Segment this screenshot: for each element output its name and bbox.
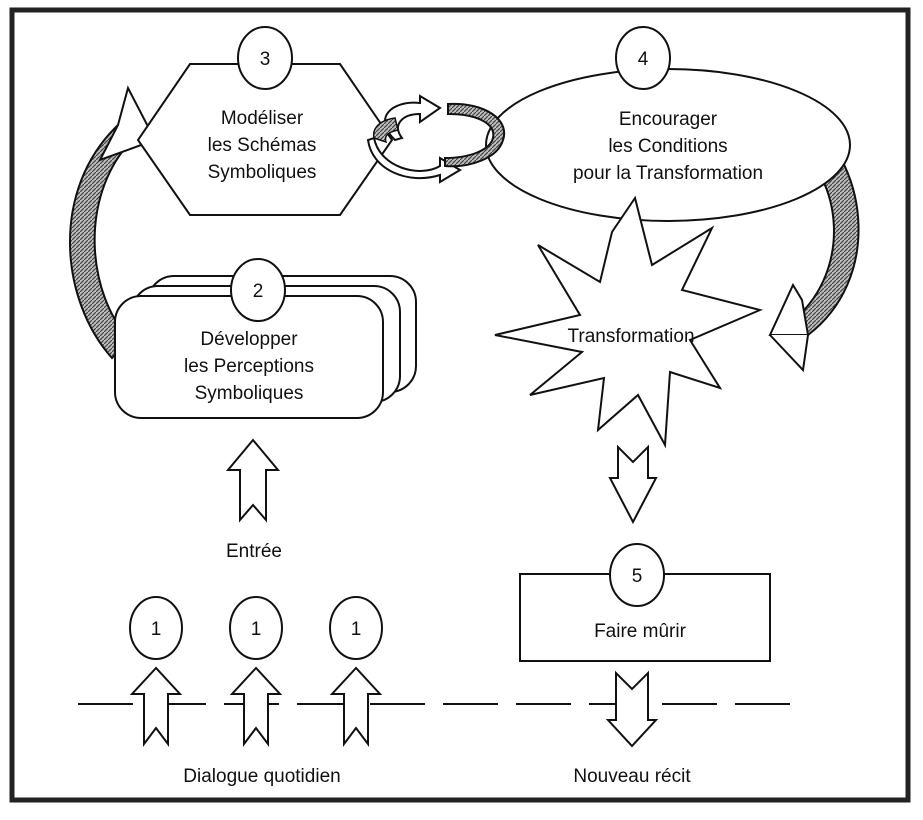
step2-label-line1: Développer [200, 329, 298, 350]
arrow-step5-to-nouveau-recit [605, 670, 659, 748]
step4-label-line3: pour la Transformation [573, 163, 763, 184]
step3-label-line2: les Schémas [208, 135, 317, 156]
step3-label-line1: Modéliser [221, 108, 304, 129]
step3-hexagon: Modéliser les Schémas Symboliques [136, 63, 394, 216]
step5-number-badge: 5 [609, 543, 665, 607]
step5-label: Faire mûrir [594, 621, 687, 642]
step3-number-badge: 3 [237, 26, 293, 90]
transformation-label: Transformation [567, 326, 694, 347]
step2-number-badge: 2 [230, 258, 286, 322]
arrow-dialogue-up-c [329, 666, 383, 747]
step4-ellipse: Encourager les Conditions pour la Transf… [485, 68, 851, 222]
step1-badge-a: 1 [129, 596, 183, 660]
curved-arrow-right [768, 118, 860, 373]
step4-label-line1: Encourager [619, 109, 718, 130]
arrow-transformation-to-step5 [608, 444, 658, 525]
nouveau-recit-label: Nouveau récit [573, 766, 691, 787]
arrow-dialogue-up-b [229, 666, 283, 747]
step4-label-line2: les Conditions [608, 136, 727, 157]
step1-badge-c: 1 [329, 596, 383, 660]
step2-label-line3: Symboliques [195, 383, 304, 404]
arrow-entree-to-step2 [225, 438, 281, 523]
dialogue-quotidien-label: Dialogue quotidien [183, 766, 340, 787]
step1-number-c: 1 [351, 619, 362, 640]
step4-number-badge: 4 [615, 26, 671, 90]
step1-badge-b: 1 [229, 596, 283, 660]
step5-number: 5 [632, 566, 643, 587]
entree-label: Entrée [226, 541, 282, 562]
step2-number: 2 [253, 281, 264, 302]
step4-number: 4 [638, 49, 649, 70]
step2-label-line2: les Perceptions [184, 356, 314, 377]
step3-number: 3 [260, 49, 271, 70]
arrow-dialogue-up-a [129, 666, 183, 747]
transformation-starburst: Transformation [494, 195, 764, 449]
step2-box: Développer les Perceptions Symboliques [114, 275, 417, 419]
frame-border [9, 7, 911, 803]
step1-number-b: 1 [251, 619, 262, 640]
cycle-arrows [366, 94, 506, 184]
step3-label-line3: Symboliques [208, 162, 317, 183]
step1-number-a: 1 [151, 619, 162, 640]
